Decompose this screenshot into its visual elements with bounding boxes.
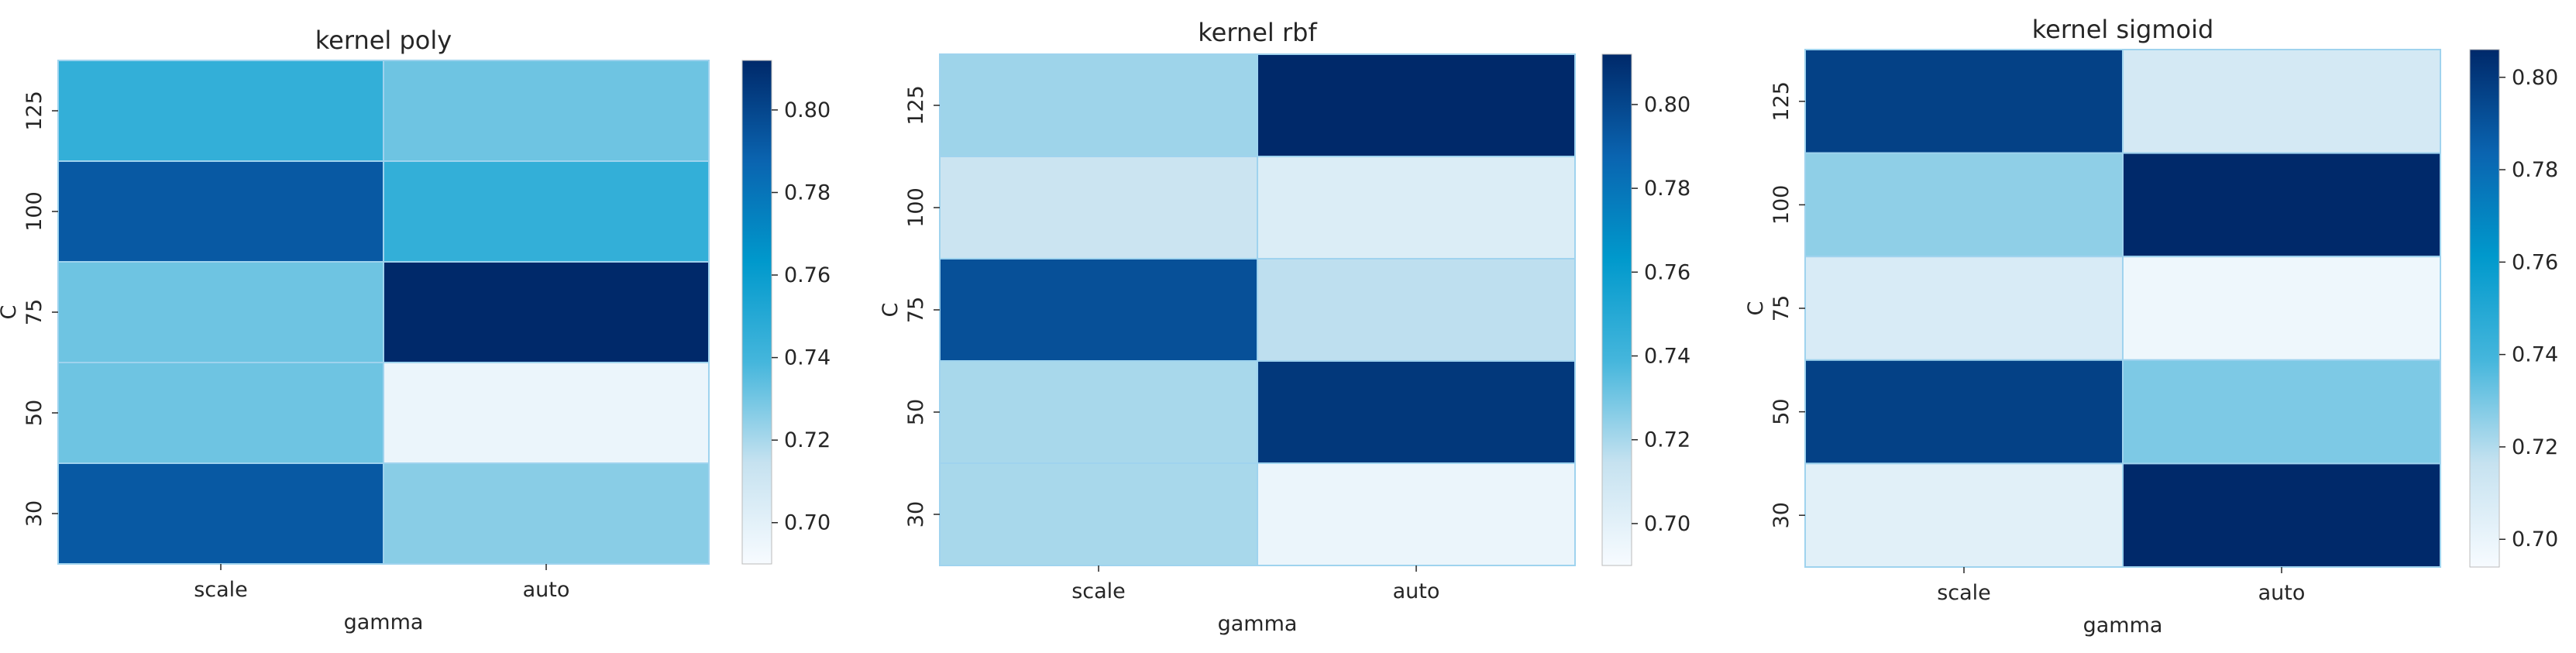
x-tick-label: auto [523,578,570,602]
x-tick-label: scale [1937,581,1991,605]
y-tick-label: 30 [904,501,928,528]
colorbar-tick-label: 0.76 [1644,260,1690,284]
heatmap-panel-1: kernel poly 125 100 75 50 30 scale auto gamma C 0.… [0,26,831,634]
y-tick-label: 75 [1769,295,1794,321]
colorbar-tick-label: 0.74 [1644,345,1690,369]
colorbar-tick-label: 0.78 [2512,158,2558,182]
colorbar-tick-label: 0.76 [784,263,831,287]
heatmap-cell-100-auto [383,160,710,263]
heatmap-cell-30-auto [2122,462,2441,569]
x-axis-label: gamma [344,610,424,634]
chart-title: kernel sigmoid [2032,15,2214,44]
heatmap-cell-75-scale [57,261,384,363]
heatmap-cell-30-scale [939,462,1258,566]
colorbar-tick-label: 0.78 [1644,177,1690,201]
heatmap-cell-100-auto [1257,156,1576,259]
x-tick-label: auto [2258,581,2306,605]
heatmap-cell-125-scale [1804,49,2124,154]
y-tick-label: 125 [22,91,46,131]
y-axis-label: C [0,305,21,320]
colorbar-tick-label: 0.70 [2512,528,2558,552]
x-tick-label: scale [1071,579,1126,603]
chart-title: kernel rbf [1198,18,1317,47]
heatmap-cell-75-scale [1804,256,2124,361]
heatmap-cell-50-auto [383,362,710,464]
colorbar-tick-label: 0.72 [1644,428,1690,452]
colorbar-tick-label: 0.72 [784,428,831,452]
y-tick-label: 125 [904,85,928,125]
heatmap-panel-3: kernel sigmoid 125 100 75 50 30 scale auto gamma… [1744,15,2558,638]
heatmap-cell-100-scale [939,156,1258,259]
y-axis-label: C [879,303,903,318]
colorbar-tick-label: 0.72 [2512,435,2558,459]
heatmap-cell-30-scale [1804,462,2124,569]
heatmap-cell-125-scale [939,53,1258,157]
x-tick-label: auto [1393,579,1440,603]
y-tick-label: 50 [1769,398,1794,424]
y-tick-label: 100 [1769,185,1794,225]
heatmap-cell-100-scale [57,160,384,263]
colorbar-tick-label: 0.80 [1644,93,1690,117]
heatmap-cell-100-scale [1804,152,2124,258]
colorbar-tick-label: 0.76 [2512,250,2558,274]
colorbar [2469,49,2500,568]
y-tick-label: 50 [22,400,46,426]
y-tick-label: 50 [904,399,928,425]
colorbar-tick-label: 0.70 [784,511,831,535]
heatmap-cell-75-auto [2122,256,2441,361]
heatmap-cell-125-auto [383,60,710,162]
colorbar-tick-label: 0.78 [784,180,831,204]
colorbar [1601,53,1632,566]
chart-title: kernel poly [315,26,452,55]
heatmap-cell-50-auto [2122,359,2441,465]
y-tick-label: 100 [904,187,928,228]
y-tick-label: 75 [904,297,928,323]
y-tick-label: 75 [22,299,46,325]
colorbar-tick-label: 0.80 [784,98,831,122]
y-tick-label: 100 [22,191,46,232]
heatmap-cell-50-scale [1804,359,2124,465]
colorbar-tick-label: 0.80 [2512,66,2558,90]
heatmap-cell-75-scale [939,258,1258,362]
x-tick-label: scale [194,578,248,602]
heatmap-cell-30-scale [57,462,384,565]
y-tick-label: 125 [1769,81,1794,122]
y-tick-label: 30 [1769,502,1794,528]
heatmap-cell-30-auto [1257,462,1576,566]
heatmap-cell-125-scale [57,60,384,162]
heatmap-cell-125-auto [1257,53,1576,157]
x-axis-label: gamma [1218,612,1298,636]
colorbar [741,60,772,565]
heatmap-cell-75-auto [383,261,710,363]
y-tick-label: 30 [22,500,46,527]
x-axis-label: gamma [2083,613,2163,638]
colorbar-tick-label: 0.70 [1644,512,1690,536]
heatmap-cell-50-scale [939,360,1258,464]
heatmap-cell-100-auto [2122,152,2441,258]
heatmap-panel-2: kernel rbf 125 100 75 50 30 scale auto gamma C 0.7… [879,18,1690,636]
colorbar-tick-label: 0.74 [784,346,831,370]
heatmap-cell-75-auto [1257,258,1576,362]
heatmap-cell-125-auto [2122,49,2441,154]
heatmap-cell-50-auto [1257,360,1576,464]
heatmap-cell-30-auto [383,462,710,565]
y-axis-label: C [1744,301,1768,316]
colorbar-tick-label: 0.74 [2512,343,2558,367]
heatmap-cell-50-scale [57,362,384,464]
